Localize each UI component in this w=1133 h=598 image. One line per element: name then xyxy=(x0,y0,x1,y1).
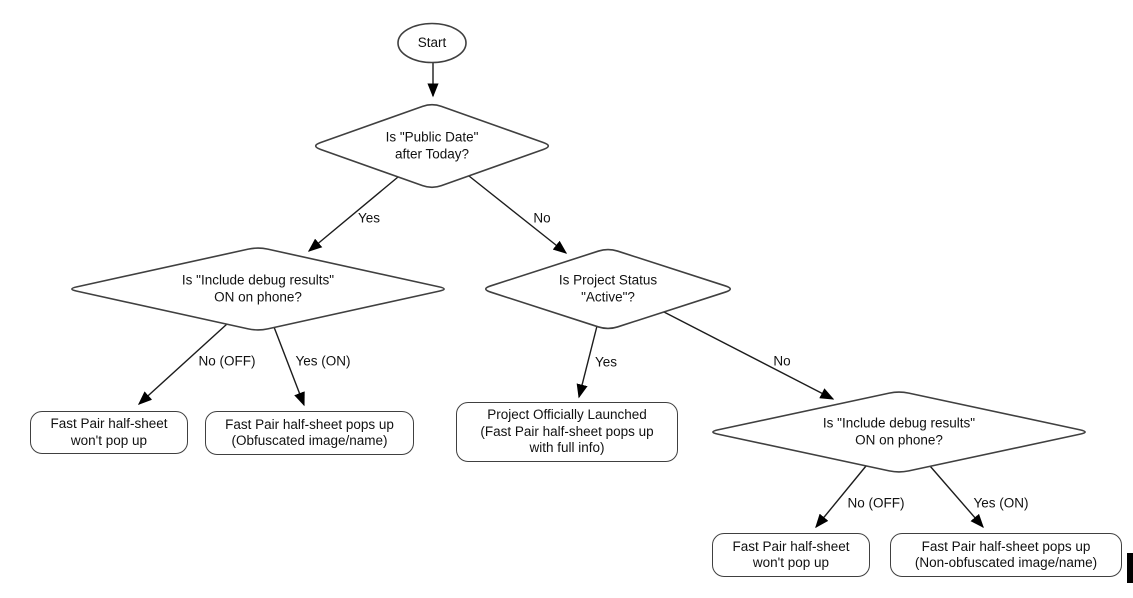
edge-nooff-right xyxy=(815,465,867,529)
start-terminator-shape xyxy=(397,22,467,64)
result-label: Fast Pair half-sheet pops up (Non-obfusc… xyxy=(914,538,1098,571)
result-label: Fast Pair half-sheet pops up (Obfuscated… xyxy=(225,416,394,449)
edge-yes-to-debug-left xyxy=(307,176,399,252)
result-box-non-obfuscated: Fast Pair half-sheet pops up (Non-obfusc… xyxy=(890,533,1122,577)
text-cursor-artifact xyxy=(1127,553,1133,583)
edge-label-no-off-right: No (OFF) xyxy=(847,495,905,511)
result-box-no-popup-left: Fast Pair half-sheet won't pop up xyxy=(30,411,188,454)
edge-yes-mid xyxy=(576,325,598,399)
decision-label-debug-left: Is "Include debug results" ON on phone? xyxy=(181,272,335,305)
edge-no-to-debug-right xyxy=(663,311,835,400)
decision-diamond-debug-left xyxy=(71,247,445,331)
result-label: Fast Pair half-sheet won't pop up xyxy=(50,416,168,448)
edge-label-no-top: No xyxy=(533,210,551,226)
edge-label-no-off-left: No (OFF) xyxy=(198,353,256,369)
result-box-no-popup-right: Fast Pair half-sheet won't pop up xyxy=(712,533,870,577)
edge-label-yes-on-right: Yes (ON) xyxy=(973,495,1029,511)
result-label: Project Officially Launched (Fast Pair h… xyxy=(480,407,654,456)
start-label: Start xyxy=(417,34,447,50)
edge-label-yes-mid: Yes xyxy=(594,354,618,370)
result-label: Fast Pair half-sheet won't pop up xyxy=(732,538,850,571)
decision-label-public-date: Is "Public Date" after Today? xyxy=(385,129,479,162)
decision-diamond-public-date xyxy=(314,103,550,189)
decision-label-project-status: Is Project Status "Active"? xyxy=(558,272,658,305)
edge-yeson-left xyxy=(273,326,305,407)
edge-label-yes-top: Yes xyxy=(357,210,381,226)
decision-diamond-debug-right xyxy=(712,391,1086,473)
decision-label-debug-right: Is "Include debug results" ON on phone? xyxy=(822,415,976,448)
edge-label-no-mid: No xyxy=(773,353,791,369)
result-box-obfuscated: Fast Pair half-sheet pops up (Obfuscated… xyxy=(205,411,414,455)
decision-diamond-project-status xyxy=(484,248,732,330)
edge-no-to-project-status xyxy=(468,175,568,254)
edge-nooff-left xyxy=(137,323,228,405)
edge-yeson-right xyxy=(929,465,984,529)
result-box-launched: Project Officially Launched (Fast Pair h… xyxy=(456,402,678,462)
edge-label-yes-on-left: Yes (ON) xyxy=(295,353,351,369)
